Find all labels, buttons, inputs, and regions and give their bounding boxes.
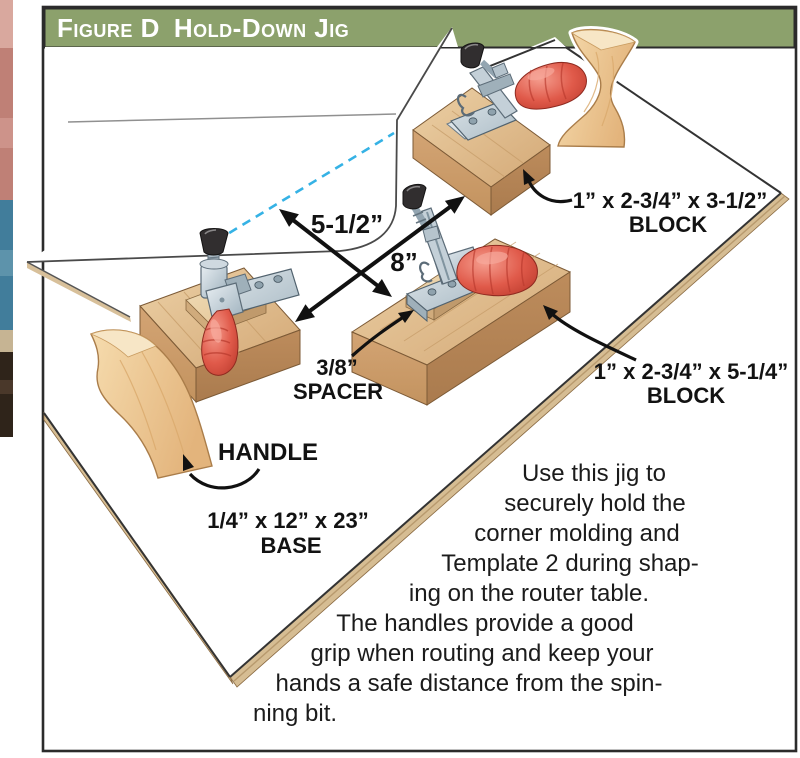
clamp-knob-icon	[460, 42, 485, 69]
clamp-knob-icon	[402, 183, 427, 210]
caption-line: Template 2 during shap-	[441, 550, 698, 577]
label-spacer-size: 3/8”	[316, 355, 358, 380]
caption-line: Use this jig to	[522, 460, 666, 487]
figure-title: Hold-Down Jig	[174, 13, 349, 43]
guide-dashed-line	[215, 131, 395, 243]
label-dim-5-1-2: 5-1/2”	[311, 209, 383, 239]
caption-line: corner molding and	[474, 520, 679, 547]
photo-strip-left	[0, 0, 13, 437]
base-board	[43, 37, 790, 688]
label-base-size: 1/4” x 12” x 23”	[207, 508, 368, 533]
figure-header-text: Figure D Hold-Down Jig	[57, 13, 349, 43]
caption: Use this jig to securely hold the corner…	[253, 460, 699, 727]
left-toggle-clamp	[199, 228, 300, 376]
caption-line: grip when routing and keep your	[311, 640, 654, 667]
callout-arrows	[188, 178, 637, 490]
middle-toggle-clamp	[402, 183, 538, 323]
right-handle	[554, 26, 639, 151]
clamp-knob-icon	[199, 228, 229, 256]
label-small-block-size: 1” x 2-3/4” x 3-1/2”	[573, 188, 767, 213]
right-toggle-clamp	[446, 42, 587, 141]
dim-arrow-8	[295, 196, 465, 322]
left-handle	[89, 329, 213, 479]
label-large-block-size: 1” x 2-3/4” x 5-1/4”	[594, 359, 788, 384]
caption-line: The handles provide a good	[336, 610, 634, 637]
template-2	[26, 27, 458, 322]
figure-header-bar	[43, 7, 796, 49]
label-base-name: BASE	[260, 533, 321, 558]
label-handle: HANDLE	[218, 439, 318, 466]
label-small-block-name: BLOCK	[629, 212, 707, 237]
caption-line: securely hold the	[504, 490, 685, 517]
small-block	[412, 87, 551, 216]
caption-line: hands a safe distance from the spin-	[276, 670, 663, 697]
dim-arrow-5-1-2	[279, 209, 392, 297]
label-dim-8: 8”	[390, 247, 417, 277]
caption-line: ing on the router table.	[409, 580, 649, 607]
caption-line: ning bit.	[253, 700, 337, 727]
callout-arrowheads	[183, 169, 558, 471]
label-large-block-name: BLOCK	[647, 383, 725, 408]
figure-label: Figure D	[57, 13, 160, 43]
label-spacer-name: SPACER	[293, 379, 383, 404]
